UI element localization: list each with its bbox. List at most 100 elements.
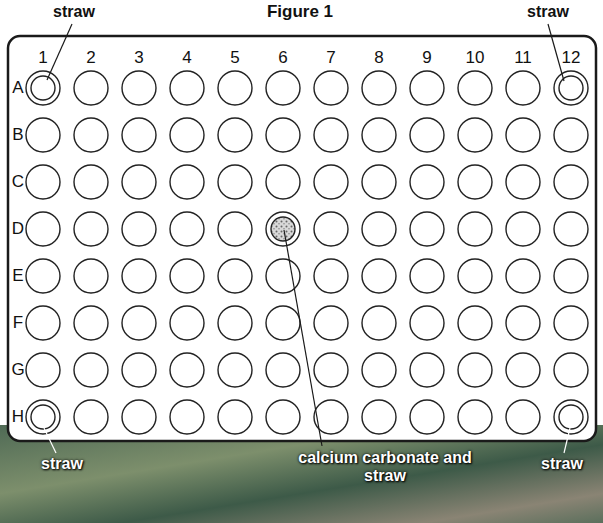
- well: [170, 353, 204, 387]
- well: [266, 306, 300, 340]
- well: [26, 165, 60, 199]
- well: [122, 259, 156, 293]
- well: [74, 212, 108, 246]
- straw-ring: [559, 405, 583, 429]
- well: [74, 165, 108, 199]
- well: [314, 165, 348, 199]
- well: [410, 71, 444, 105]
- straw-label: straw: [53, 3, 95, 21]
- well: [362, 353, 396, 387]
- well: [506, 259, 540, 293]
- column-number: 1: [38, 49, 47, 68]
- well: [218, 118, 252, 152]
- well: [218, 400, 252, 434]
- well: [266, 212, 300, 246]
- well: [314, 259, 348, 293]
- well: [314, 118, 348, 152]
- well: [506, 353, 540, 387]
- well: [410, 259, 444, 293]
- well: [74, 306, 108, 340]
- well: [170, 306, 204, 340]
- well: [362, 306, 396, 340]
- well: [26, 306, 60, 340]
- well: [170, 400, 204, 434]
- well: [410, 212, 444, 246]
- column-number: 2: [86, 49, 95, 68]
- well: [458, 259, 492, 293]
- leader-line: [44, 428, 56, 453]
- leader-line: [47, 24, 72, 80]
- well: [554, 306, 588, 340]
- well: [362, 259, 396, 293]
- well: [554, 400, 588, 434]
- well: [74, 259, 108, 293]
- well: [506, 212, 540, 246]
- column-number: 9: [422, 49, 431, 68]
- row-letter: H: [12, 408, 24, 427]
- calcium-carbonate-straw: [271, 217, 295, 241]
- well: [26, 71, 60, 105]
- well: [314, 212, 348, 246]
- row-letter: G: [11, 361, 24, 380]
- straw-ring: [31, 76, 55, 100]
- column-number: 5: [230, 49, 239, 68]
- well: [410, 353, 444, 387]
- well: [218, 306, 252, 340]
- well: [122, 118, 156, 152]
- well: [362, 165, 396, 199]
- well: [506, 306, 540, 340]
- well: [170, 259, 204, 293]
- straw-ring: [559, 76, 583, 100]
- column-number: 4: [182, 49, 191, 68]
- well: [122, 400, 156, 434]
- well: [458, 118, 492, 152]
- well: [266, 118, 300, 152]
- well: [458, 165, 492, 199]
- row-letter: C: [12, 173, 24, 192]
- well: [410, 165, 444, 199]
- well: [266, 71, 300, 105]
- well: [362, 400, 396, 434]
- well: [218, 212, 252, 246]
- well: [314, 71, 348, 105]
- column-number: 11: [514, 49, 532, 68]
- well: [74, 400, 108, 434]
- well: [506, 400, 540, 434]
- well: [458, 71, 492, 105]
- straw-label: straw: [527, 3, 569, 21]
- well: [122, 212, 156, 246]
- column-number: 3: [134, 49, 143, 68]
- well: [362, 118, 396, 152]
- well: [170, 118, 204, 152]
- well: [554, 353, 588, 387]
- well: [26, 118, 60, 152]
- well: [26, 353, 60, 387]
- well: [458, 353, 492, 387]
- well: [362, 71, 396, 105]
- row-letter: D: [12, 220, 24, 239]
- column-number: 10: [466, 49, 485, 68]
- well: [266, 259, 300, 293]
- row-letter: B: [12, 126, 23, 145]
- well: [554, 118, 588, 152]
- well: [26, 259, 60, 293]
- well: [554, 259, 588, 293]
- straw-label: straw: [541, 455, 583, 473]
- column-number: 12: [562, 49, 581, 68]
- well: [314, 306, 348, 340]
- well: [266, 165, 300, 199]
- straw-ring: [31, 405, 55, 429]
- well: [122, 353, 156, 387]
- well: [554, 212, 588, 246]
- well: [266, 400, 300, 434]
- well-plate: [8, 36, 596, 441]
- callout-label: calcium carbonate and straw: [298, 449, 473, 484]
- well: [362, 212, 396, 246]
- well-grid: [26, 71, 588, 434]
- figure-title: Figure 1: [267, 3, 333, 22]
- well: [218, 259, 252, 293]
- well: [554, 71, 588, 105]
- column-number: 8: [374, 49, 383, 68]
- well: [170, 165, 204, 199]
